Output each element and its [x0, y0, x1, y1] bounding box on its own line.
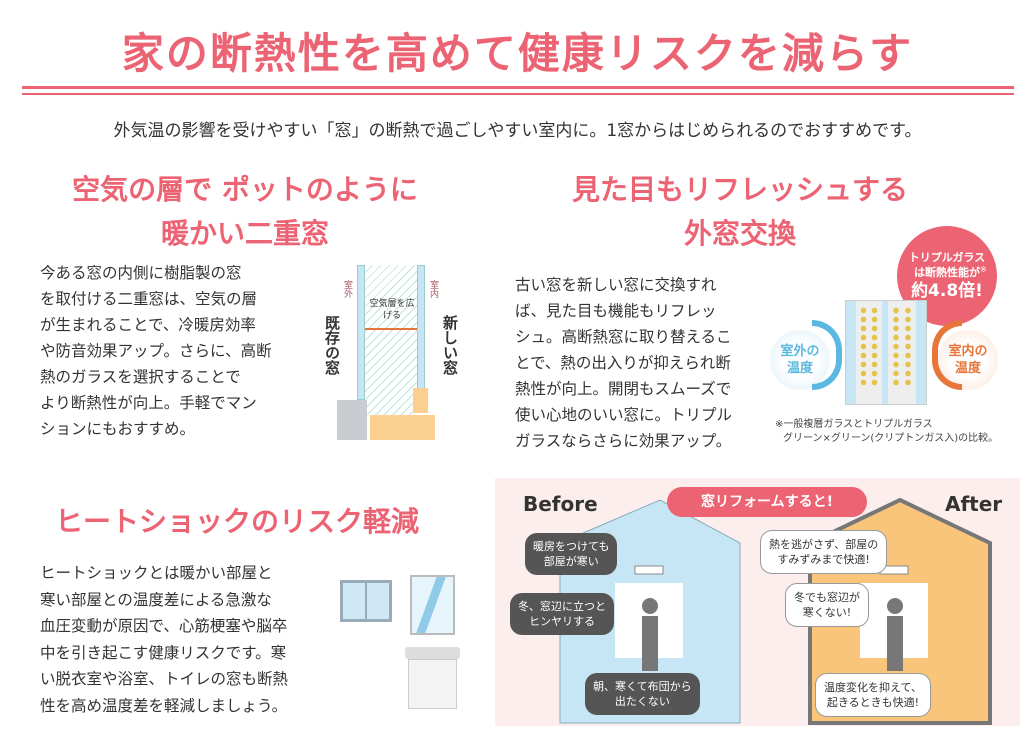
section2-body: 古い窓を新しい窓に交換すれ ば、見た目も機能もリフレッ シュ。高断熱窓に取り替え…	[515, 272, 732, 454]
body-line: ば、見た目も機能もリフレッ	[515, 302, 717, 320]
existing-frame	[337, 400, 367, 440]
body-line: ヒートショックとは暖かい部屋と	[40, 564, 273, 582]
ac-icon	[634, 565, 664, 575]
footnote-line: ※一般複層ガラスとトリプルガラス	[775, 419, 933, 430]
badge-value: 約4.8倍!	[911, 281, 983, 301]
subtitle: 外気温の影響を受けやすい「窓」の断熱で過ごしやすい室内に。1窓からはじめられるの…	[113, 121, 922, 141]
heading-line: 空気の層で ポットのように	[72, 173, 418, 206]
section1-body: 今ある窓の内側に樹脂製の窓 を取付ける二重窓は、空気の層 が生まれることで、冷暖…	[40, 260, 272, 442]
new-window-label: 新しい窓	[441, 315, 459, 375]
body-line: い脱衣室や浴室、トイレの窓も断熱	[40, 670, 289, 688]
title-rule-2	[22, 93, 1014, 95]
body-line: 熱性が向上。開閉もスムーズで	[515, 380, 732, 398]
body-line: や防音効果アップ。さらに、高断	[40, 342, 272, 360]
happy-person-icon	[887, 598, 903, 614]
body-line: より断熱性が向上。手軽でマン	[40, 394, 257, 412]
body-line: 古い窓を新しい窓に交換すれ	[515, 276, 717, 294]
window-icon	[340, 580, 392, 622]
new-glass	[417, 265, 425, 390]
speech-bubble: 冬、窓辺に立つと ヒンヤリする	[510, 593, 614, 635]
speech-bubble: 冬でも窓辺が 寒くない!	[785, 583, 869, 627]
body-line: 性を高め温度差を軽減しましょう。	[40, 696, 288, 715]
new-frame	[370, 415, 435, 440]
footnote: ※一般複層ガラスとトリプルガラス グリーン×グリーン(クリプトンガス入)の比較。	[775, 418, 998, 446]
section1-heading: 空気の層で ポットのように 暖かい二重窓	[20, 168, 470, 256]
page-title: 家の断熱性を高めて健康リスクを減らす	[121, 29, 914, 78]
speech-bubble: 温度変化を抑えて、 起きるときも快適!	[815, 673, 931, 717]
inside-label: 室内	[428, 280, 438, 298]
body-line: シュ。高断熱窓に取り替えるこ	[515, 328, 732, 346]
section3-heading: ヒートショックのリスク軽減	[55, 505, 420, 538]
body-line: 血圧変動が原因で、心筋梗塞や脳卒	[40, 617, 288, 635]
body-line: が生まれることで、冷暖房効率	[40, 316, 256, 334]
air-layer	[365, 265, 417, 415]
body-line: ションにもおすすめ。	[40, 420, 196, 438]
body-line: 寒い部屋との温度差による急激な	[40, 590, 272, 609]
body-line: 使い心地のいい窓に。トリプル	[515, 406, 733, 424]
before-after-panel: Before After 窓リフォームすると! 暖房をつけても 部屋が寒い 冬、…	[495, 478, 1020, 726]
body-line: とで、熱の出入りが抑えられ断	[515, 354, 731, 372]
before-label: Before	[523, 492, 598, 516]
badge-line: は断熱性能が	[914, 266, 980, 279]
badge-line: トリプルガラス	[908, 251, 986, 264]
heading-line: 暖かい二重窓	[160, 217, 329, 250]
speech-bubble: 朝、寒くて布団から 出たくない	[585, 673, 700, 715]
footnote-line: グリーン×グリーン(クリプトンガス入)の比較。	[783, 433, 999, 444]
speech-bubble: 暖房をつけても 部屋が寒い	[525, 533, 618, 575]
section2-heading: 見た目もリフレッシュする 外窓交換	[520, 168, 960, 256]
cold-person-icon	[642, 598, 658, 614]
warm-arrow-icon	[932, 320, 962, 390]
title-rule	[22, 86, 1014, 89]
after-label: After	[945, 492, 1003, 516]
body-line: 今ある窓の内側に樹脂製の窓	[40, 264, 242, 282]
body-line: ガラスならさらに効果アップ。	[515, 432, 732, 450]
body-line: 中を引き起こす健康リスクです。寒	[40, 643, 287, 662]
speech-bubble: 熱を逃がさず、部屋の すみずみまで快適!	[760, 530, 888, 574]
heading-line: 見た目もリフレッシュする	[571, 173, 908, 206]
washstand-icon	[405, 575, 460, 710]
section3-body: ヒートショックとは暖かい部屋と 寒い部屋との温度差による急激な 血圧変動が原因で…	[40, 560, 288, 719]
body-line: 熱のガラスを選択することで	[40, 368, 241, 386]
cold-arrow-icon	[812, 320, 842, 390]
existing-window-label: 既存の窓	[323, 315, 341, 375]
existing-glass	[357, 265, 365, 400]
double-window-diagram: 室外 室内 空気層を広げる 既存の窓 新しい窓	[320, 260, 470, 440]
reform-banner: 窓リフォームすると!	[667, 487, 867, 517]
air-layer-label: 空気層を広げる	[369, 299, 415, 321]
triple-glass-icon	[845, 300, 927, 405]
badge-note-mark: ※	[980, 265, 987, 274]
body-line: を取付ける二重窓は、空気の層	[40, 290, 258, 308]
heading-line: 外窓交換	[683, 217, 796, 250]
new-frame-top	[413, 388, 428, 413]
widen-arrow-icon	[365, 328, 417, 330]
outside-label: 室外	[342, 280, 352, 298]
